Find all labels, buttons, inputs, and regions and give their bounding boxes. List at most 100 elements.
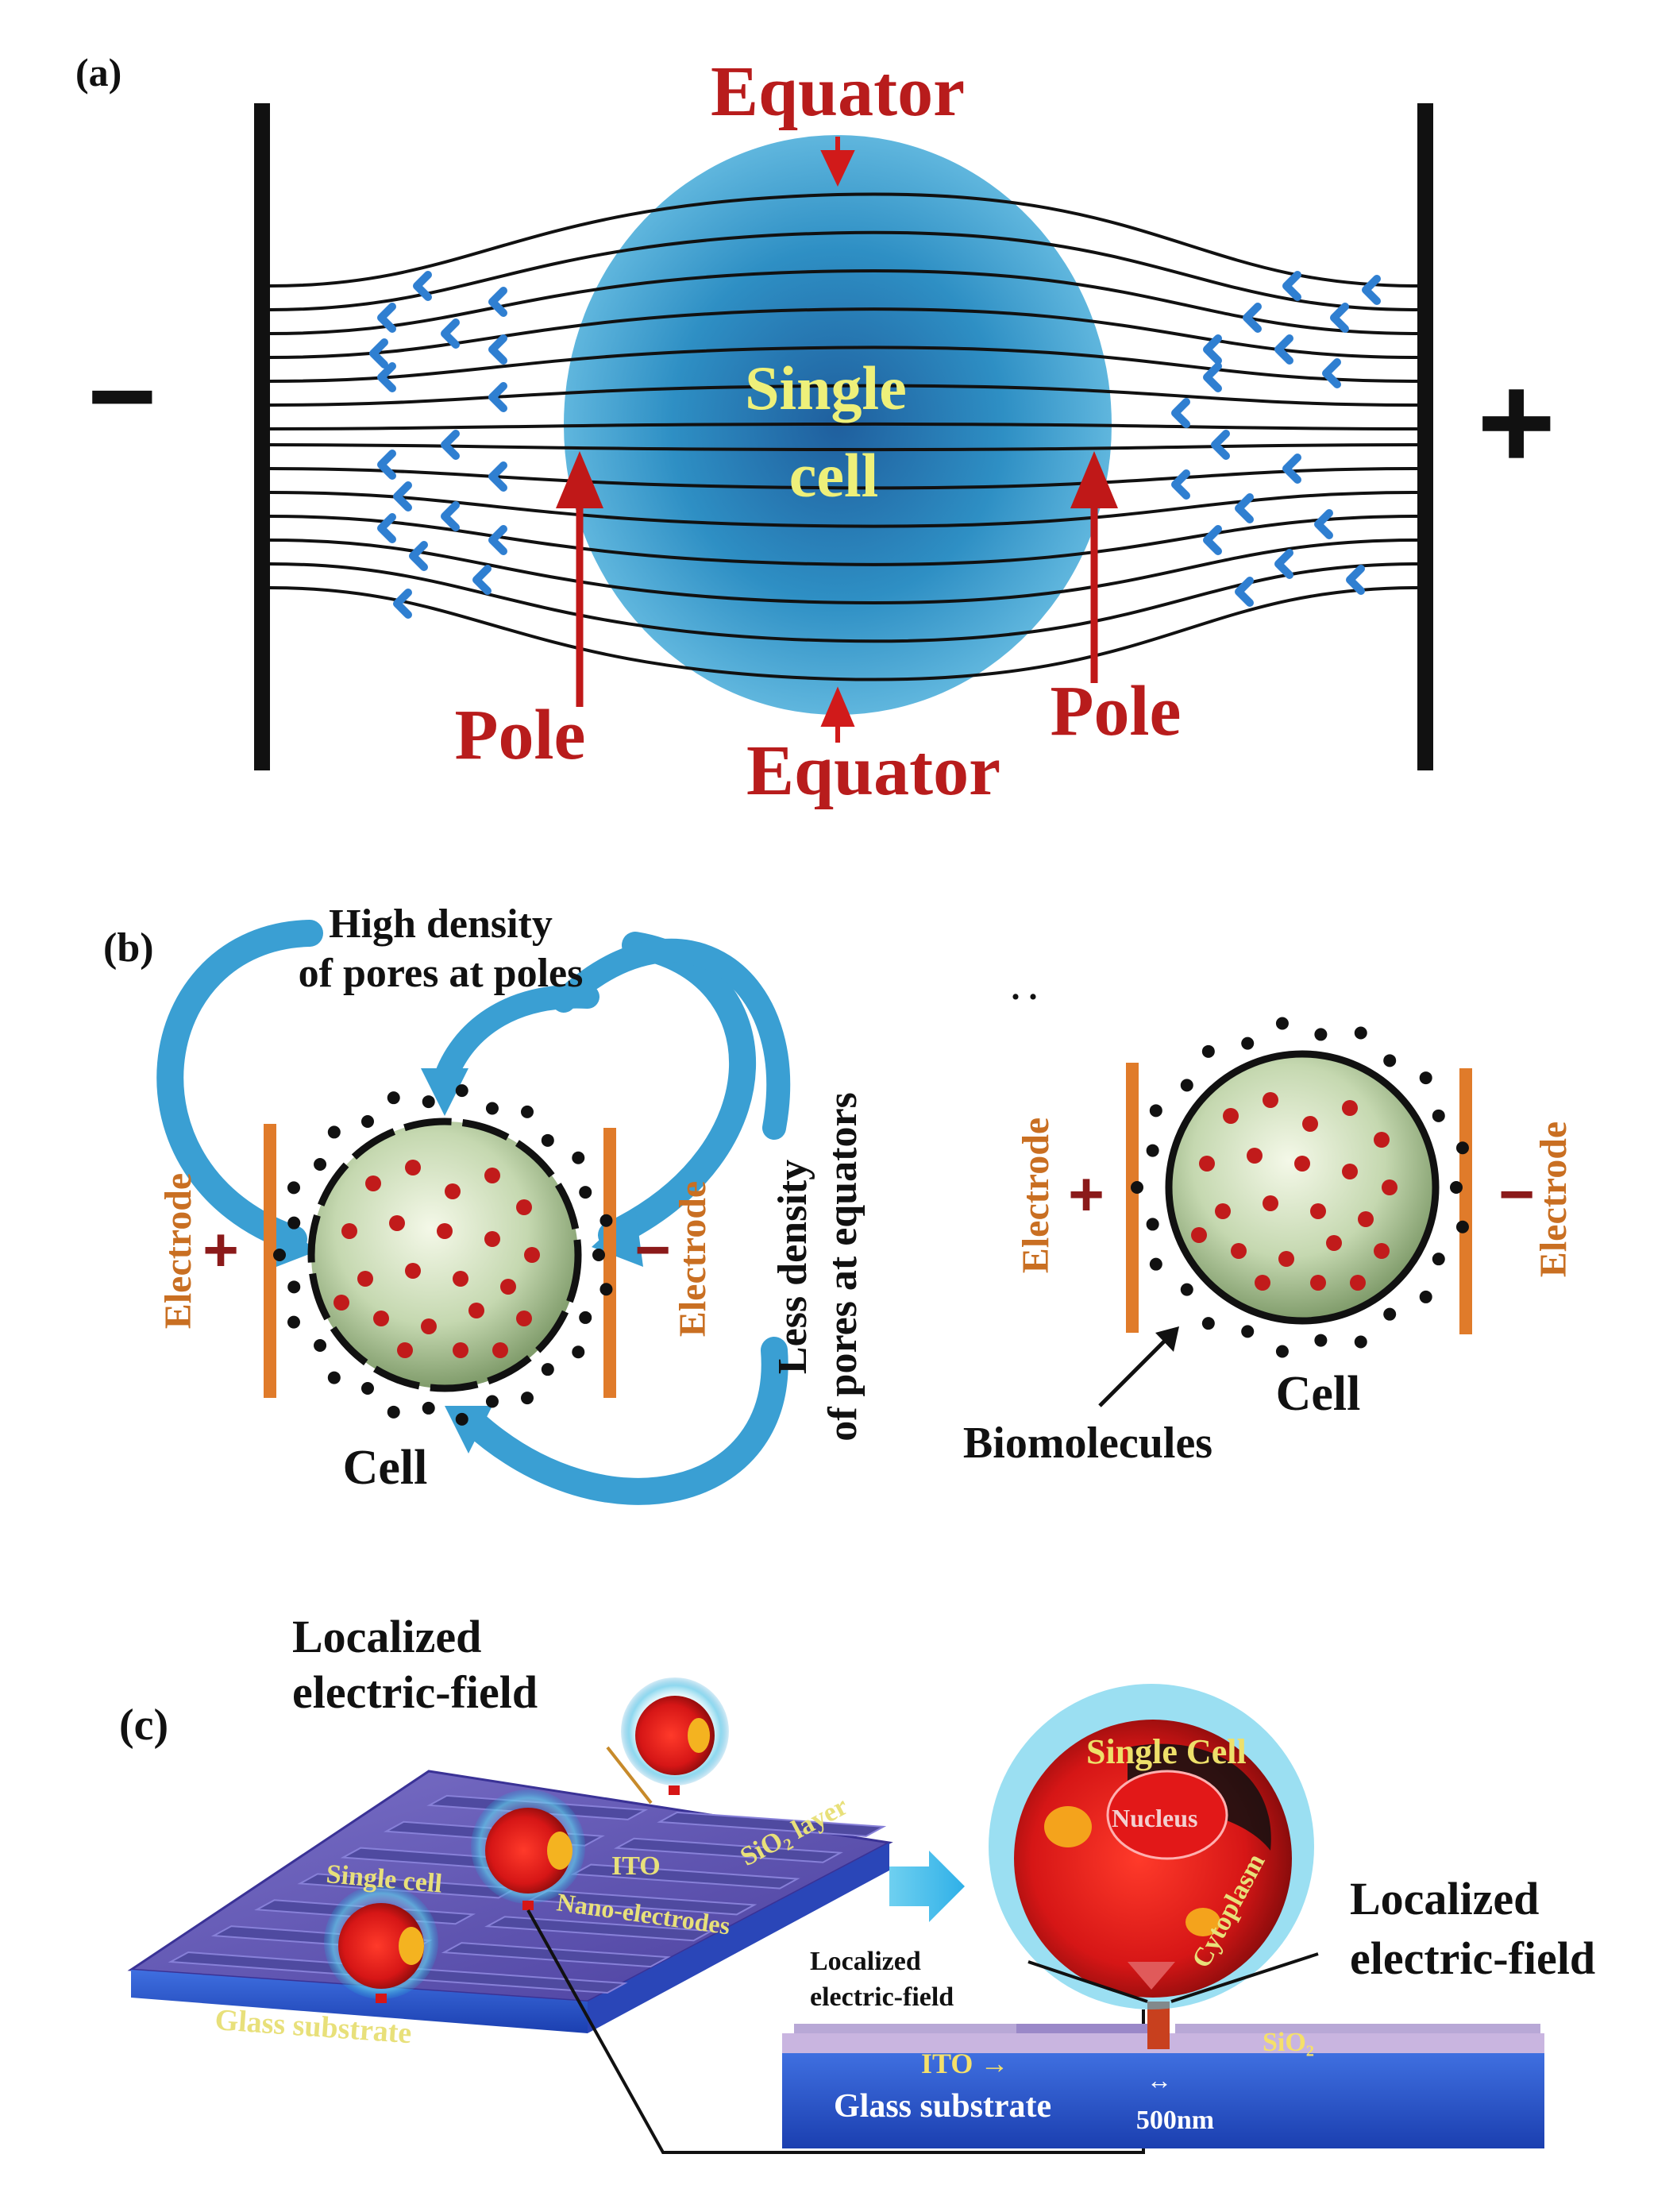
chevron-left-icon	[488, 334, 507, 365]
outer-biomolecule-dot	[572, 1151, 585, 1164]
outer-biomolecule-dot	[1241, 1325, 1255, 1338]
cell-label-line2: cell	[789, 441, 879, 510]
zoom-glass-substrate-label: Glass substrate	[834, 2088, 1051, 2125]
chip-cell-3	[324, 1885, 438, 2003]
chip-ito-label: ITO	[611, 1851, 661, 1881]
chevron-left-icon	[1203, 525, 1222, 555]
outer-biomolecule-dot	[1383, 1307, 1397, 1321]
biomolecule-dot	[1374, 1132, 1390, 1148]
zoom-sio2-label: SiO₂	[1263, 2028, 1314, 2057]
localized-pointer-line	[606, 1746, 653, 1805]
less-density-label-line1: Less density	[770, 1160, 815, 1374]
outer-biomolecule-dot	[485, 1395, 499, 1408]
panel-a-label: (a)	[75, 50, 121, 95]
high-density-label-line2: of pores at poles	[299, 951, 584, 996]
outer-biomolecule-dot	[1354, 1335, 1367, 1349]
biomolecule-dot	[405, 1160, 421, 1175]
cell-label-line1: Single	[745, 353, 907, 423]
chevron-left-icon	[393, 589, 412, 619]
panel-a: (a) − + Single cell Equator Equator Pole	[75, 50, 1556, 810]
chevron-left-icon	[488, 382, 507, 412]
biomolecule-dot	[1199, 1156, 1215, 1172]
outer-biomolecule-dot	[1432, 1253, 1445, 1266]
field-line	[269, 515, 1418, 566]
outer-biomolecule-dot	[1180, 1079, 1193, 1092]
outer-biomolecule-dot	[1146, 1144, 1159, 1157]
outer-biomolecule-dot	[327, 1125, 341, 1139]
outer-biomolecule-dot	[599, 1283, 613, 1296]
electrode-strip	[484, 1916, 715, 1942]
localized-small-label-line2: electric-field	[810, 1982, 954, 2012]
biomolecule-dot	[445, 1183, 461, 1199]
electrode-strip	[570, 1863, 800, 1890]
outer-biomolecule-dot	[1314, 1334, 1328, 1347]
field-line	[269, 307, 1418, 359]
chevron-left-icon	[488, 461, 507, 492]
electrode-right-plate-b2	[1459, 1068, 1472, 1334]
chevron-left-icon	[488, 287, 507, 317]
biomolecule-dot	[1247, 1148, 1263, 1164]
equator-bottom-arrow-icon	[820, 686, 855, 743]
biomolecule-dot	[1310, 1203, 1326, 1219]
biomolecule-dot	[484, 1168, 500, 1183]
chevron-left-icon	[1346, 565, 1365, 595]
biomolecule-dot	[453, 1271, 468, 1287]
outer-biomolecule-dot	[1314, 1028, 1328, 1041]
equator-bottom-label: Equator	[746, 732, 1000, 810]
field-line	[269, 539, 1418, 605]
outer-biomolecule-dot	[521, 1392, 534, 1405]
cell-b2-outer-dots	[1131, 1017, 1469, 1358]
chevron-left-icon	[1243, 303, 1262, 333]
chevron-left-icon	[1235, 493, 1254, 523]
outer-biomolecule-dot	[1146, 1218, 1159, 1231]
outer-biomolecule-dot	[287, 1280, 301, 1294]
cell-b1-biomolecule-dots	[333, 1160, 540, 1358]
cell-b1-membrane	[307, 1118, 582, 1392]
zoom-view	[782, 1684, 1544, 2148]
localized-top-label-line2: electric-field	[292, 1666, 538, 1718]
outer-biomolecule-dot	[1131, 1181, 1143, 1194]
chevron-left-icon	[1362, 275, 1381, 305]
chevron-left-icon	[441, 430, 460, 460]
electrode-right-label-b1: Electrode	[672, 1181, 714, 1337]
outer-biomolecule-dot	[592, 1249, 605, 1261]
panel-c-label: (c)	[119, 1700, 168, 1750]
equator-top-label: Equator	[711, 52, 965, 131]
outer-biomolecule-dot	[579, 1186, 592, 1199]
field-line	[269, 384, 1418, 407]
chevron-left-icon	[441, 501, 460, 531]
chevron-left-icon	[1322, 358, 1341, 388]
electrode-left-plate-b2	[1126, 1063, 1139, 1333]
chevron-left-icon	[1171, 398, 1190, 428]
outer-biomolecule-dot	[455, 1084, 468, 1098]
outer-biomolecule-dot	[1354, 1026, 1367, 1040]
biomolecule-dot	[516, 1311, 532, 1326]
biomolecule-dot	[357, 1271, 373, 1287]
field-line	[269, 586, 1418, 681]
electrode-strip	[657, 1811, 887, 1837]
outer-biomolecule-dot	[1455, 1220, 1469, 1233]
pore-density-curved-arrows	[156, 920, 790, 1505]
high-density-label-line1: High density	[329, 901, 553, 947]
biomolecule-dot	[405, 1263, 421, 1279]
localized-small-label-line1: Localized	[810, 1947, 921, 1976]
chevron-left-icon	[1282, 454, 1301, 484]
outer-biomolecule-dot	[1383, 1054, 1397, 1067]
zoom-arrow-icon	[889, 1851, 965, 1922]
biomolecule-dot	[524, 1247, 540, 1263]
pole-left-label: Pole	[455, 696, 586, 774]
localized-right-label-line1: Localized	[1350, 1873, 1539, 1924]
outer-biomolecule-dot	[599, 1214, 613, 1227]
field-line	[269, 443, 1418, 452]
panel-c: (c) Localized electric-field	[119, 1611, 1595, 2154]
outer-biomolecule-dot	[1201, 1317, 1215, 1330]
chevron-left-icon	[409, 541, 428, 571]
chip-cell-1	[621, 1677, 729, 1795]
outer-biomolecule-dot	[1450, 1181, 1463, 1194]
less-density-label-line2: of pores at equators	[820, 1092, 865, 1442]
chevron-left-icon	[1203, 334, 1222, 365]
biomolecule-dot	[1294, 1156, 1310, 1172]
localized-top-label-line1: Localized	[292, 1611, 481, 1662]
outer-biomolecule-dot	[541, 1363, 554, 1376]
